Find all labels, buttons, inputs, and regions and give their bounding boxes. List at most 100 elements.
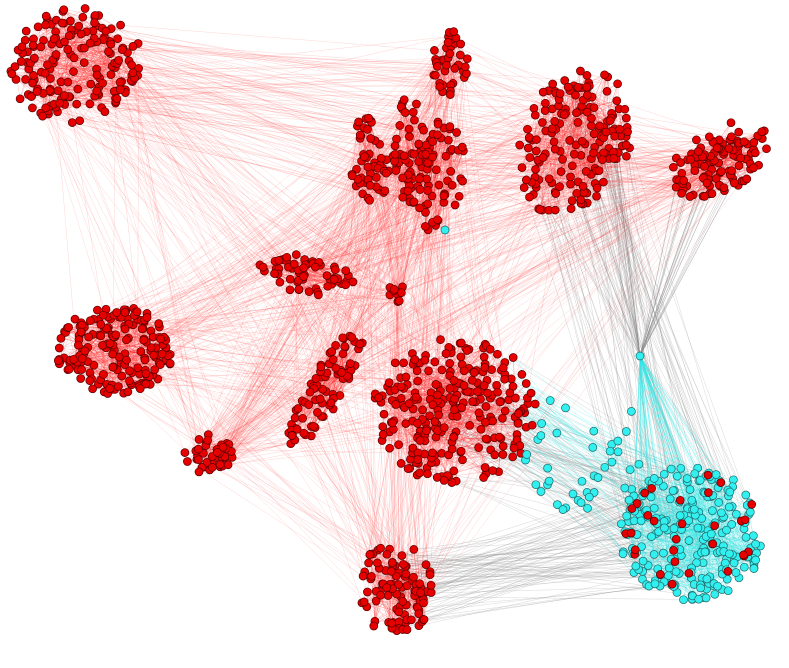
bridge-edge (406, 583, 674, 620)
red-edge (18, 49, 100, 79)
red-edge (60, 30, 75, 100)
red-edge (59, 37, 105, 104)
red-edge (70, 54, 115, 92)
bridge-edge (513, 357, 712, 480)
bridge-edge (593, 133, 722, 513)
red-edge (98, 15, 139, 44)
red-edge (40, 46, 50, 91)
bridge-edge (548, 178, 649, 518)
red-edge (100, 335, 145, 359)
red-edge (49, 47, 85, 90)
bridge-edge (379, 496, 652, 569)
bridge-edge (414, 392, 644, 562)
bridge-edge (521, 167, 641, 357)
bridge-edge (558, 105, 710, 477)
bridge-edge (400, 596, 693, 600)
bridge-edge (398, 548, 633, 629)
bridge-edge (570, 176, 703, 551)
bridge-edge (486, 345, 729, 497)
bridge-edge (391, 543, 713, 572)
bridge-edge (395, 560, 644, 567)
bridge-edge (517, 423, 716, 524)
red-edge (64, 26, 79, 105)
bridge-edge (430, 516, 648, 572)
bridge-edge (397, 386, 701, 481)
red-edge (87, 359, 146, 362)
red-edge (21, 46, 100, 88)
bridge-edge (396, 499, 630, 595)
red-edge (88, 336, 116, 390)
bridge-edge (593, 107, 729, 491)
bridge-edge (396, 527, 698, 631)
bridge-edge (611, 113, 676, 528)
bridge-edge (385, 496, 652, 571)
bridge-edge (406, 558, 672, 606)
red-edge (84, 43, 112, 63)
bridge-edge (535, 169, 637, 567)
red-edge (84, 47, 132, 76)
red-edge (55, 54, 117, 102)
red-edge (73, 71, 102, 108)
red-edge (86, 31, 97, 70)
bridge-edge (403, 553, 624, 565)
red-edge (304, 266, 335, 276)
bridge-edge (529, 138, 622, 524)
red-edge (80, 331, 101, 380)
bridge-edge (366, 556, 748, 608)
bridge-edge (417, 522, 716, 609)
red-edge (69, 35, 118, 64)
bridge-edge (639, 165, 740, 357)
red-edge (93, 335, 102, 366)
bridge-edge (392, 537, 711, 563)
bridge-edge (461, 364, 724, 518)
red-edge (77, 24, 121, 90)
bridge-edge (598, 128, 641, 357)
red-edge (109, 40, 447, 66)
bridge-edge (639, 177, 704, 357)
bridge-edge (577, 122, 750, 506)
bridge-edge (535, 169, 717, 475)
bridge-edge (605, 131, 641, 357)
bridge-edge (408, 468, 724, 518)
bridge-edge (382, 395, 692, 501)
bridge-edge (405, 510, 637, 577)
bridge-edge (386, 554, 667, 579)
bridge-edge (565, 113, 696, 516)
bridge-edge (419, 510, 635, 602)
bridge-edge (422, 419, 675, 491)
bridge-edge (517, 439, 708, 494)
bridge-edge (426, 467, 639, 570)
bridge-edge (416, 567, 670, 585)
bridge-edge (418, 554, 655, 588)
bridge-edge (639, 162, 681, 357)
red-edge (26, 29, 72, 32)
bridge-edge (405, 562, 735, 575)
bridge-edge (594, 183, 719, 503)
bridge-edge (626, 156, 652, 537)
bridge-edge (611, 113, 676, 528)
red-edge (69, 35, 133, 82)
red-edge (50, 57, 75, 92)
bridge-edge (577, 181, 637, 511)
red-edge (97, 72, 134, 94)
bridge-edge (396, 480, 659, 610)
bridge-edge (405, 423, 748, 558)
red-edge (34, 49, 68, 59)
red-edge (59, 347, 145, 359)
bridge-edge (411, 491, 644, 621)
red-edge (28, 60, 119, 95)
bridge-edge (437, 409, 692, 579)
bridge-edge (406, 521, 629, 606)
bridge-edge (435, 384, 646, 512)
bridge-edge (519, 445, 684, 516)
bridge-edge (418, 515, 627, 588)
bridge-edge (463, 402, 707, 537)
bridge-edge (419, 472, 704, 564)
bridge-edge (364, 571, 667, 579)
red-edge (70, 49, 123, 55)
red-edge (25, 40, 91, 105)
red-edge (87, 347, 119, 387)
bridge-edge (615, 152, 647, 511)
